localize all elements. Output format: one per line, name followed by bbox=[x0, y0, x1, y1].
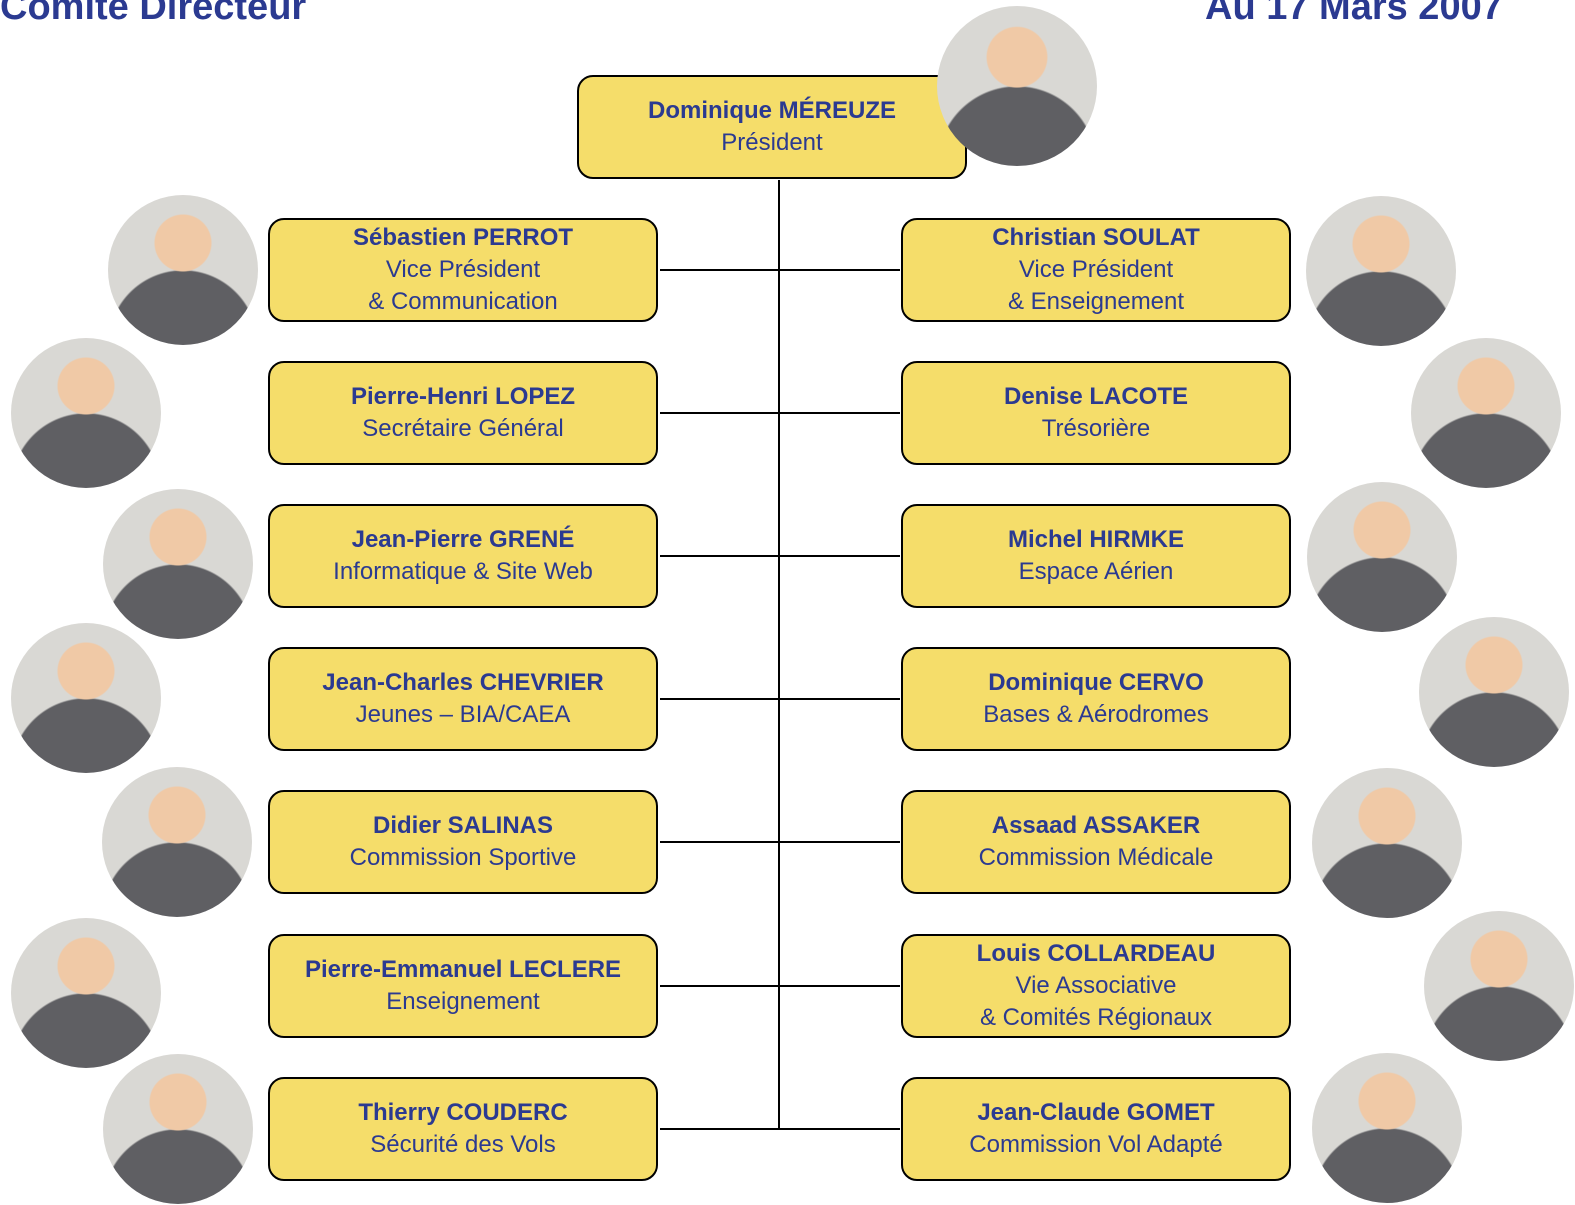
node-president: Dominique MÉREUZE Président bbox=[577, 75, 967, 179]
member-role: Trésorière bbox=[1041, 415, 1151, 442]
member-name: Michel HIRMKE bbox=[1007, 526, 1184, 553]
portrait-photo-president bbox=[937, 6, 1097, 166]
member-role: Président bbox=[721, 129, 823, 156]
member-role: Commission Médicale bbox=[978, 844, 1214, 871]
member-role: Enseignement bbox=[386, 988, 540, 1015]
node-left-6: Pierre-Emmanuel LECLERE Enseignement bbox=[268, 934, 658, 1038]
member-name: Denise LACOTE bbox=[1003, 383, 1189, 410]
portrait-photo bbox=[1419, 617, 1569, 767]
member-name: Jean-Pierre GRENÉ bbox=[351, 526, 575, 553]
portrait-photo bbox=[11, 623, 161, 773]
node-left-3: Jean-Pierre GRENÉ Informatique & Site We… bbox=[268, 504, 658, 608]
member-role: Secrétaire Général bbox=[362, 415, 564, 442]
node-right-1: Christian SOULAT Vice Président & Enseig… bbox=[901, 218, 1291, 322]
portrait-photo bbox=[11, 338, 161, 488]
member-role: Jeunes – BIA/CAEA bbox=[355, 701, 571, 728]
portrait-photo bbox=[1312, 768, 1462, 918]
portrait-photo bbox=[108, 195, 258, 345]
member-role-2: & Comités Régionaux bbox=[979, 1004, 1213, 1031]
member-role: Bases & Aérodromes bbox=[983, 701, 1209, 728]
member-role: Vice Président bbox=[1018, 256, 1174, 283]
node-right-6: Louis COLLARDEAU Vie Associative & Comit… bbox=[901, 934, 1291, 1038]
node-left-1: Sébastien PERROT Vice Président & Commun… bbox=[268, 218, 658, 322]
member-name: Didier SALINAS bbox=[372, 812, 554, 839]
member-role: Espace Aérien bbox=[1018, 558, 1174, 585]
member-role: Commission Sportive bbox=[349, 844, 577, 871]
date-label: Au 17 Mars 2007 bbox=[1205, 0, 1503, 28]
member-name: Jean-Charles CHEVRIER bbox=[322, 669, 604, 696]
node-right-7: Jean-Claude GOMET Commission Vol Adapté bbox=[901, 1077, 1291, 1181]
member-name: Dominique CERVO bbox=[988, 669, 1204, 696]
member-role-2: & Communication bbox=[368, 288, 558, 315]
portrait-photo bbox=[1307, 482, 1457, 632]
member-name: Dominique MÉREUZE bbox=[647, 97, 896, 124]
portrait-photo bbox=[103, 1054, 253, 1204]
node-right-2: Denise LACOTE Trésorière bbox=[901, 361, 1291, 465]
node-left-7: Thierry COUDERC Sécurité des Vols bbox=[268, 1077, 658, 1181]
node-right-5: Assaad ASSAKER Commission Médicale bbox=[901, 790, 1291, 894]
member-name: Jean-Claude GOMET bbox=[977, 1099, 1215, 1126]
member-role: Vice Président bbox=[385, 256, 541, 283]
member-name: Christian SOULAT bbox=[992, 224, 1200, 251]
member-role-2: & Enseignement bbox=[1007, 288, 1185, 315]
node-left-2: Pierre-Henri LOPEZ Secrétaire Général bbox=[268, 361, 658, 465]
portrait-photo bbox=[1424, 911, 1574, 1061]
portrait-photo bbox=[1411, 338, 1561, 488]
member-name: Assaad ASSAKER bbox=[991, 812, 1201, 839]
member-role: Informatique & Site Web bbox=[333, 558, 593, 585]
member-role: Sécurité des Vols bbox=[370, 1131, 556, 1158]
portrait-photo bbox=[1312, 1053, 1462, 1203]
member-name: Sébastien PERROT bbox=[352, 224, 574, 251]
portrait-photo bbox=[102, 767, 252, 917]
node-left-4: Jean-Charles CHEVRIER Jeunes – BIA/CAEA bbox=[268, 647, 658, 751]
member-name: Thierry COUDERC bbox=[358, 1099, 568, 1126]
portrait-photo bbox=[103, 489, 253, 639]
member-name: Pierre-Henri LOPEZ bbox=[350, 383, 576, 410]
portrait-photo bbox=[1306, 196, 1456, 346]
node-right-4: Dominique CERVO Bases & Aérodromes bbox=[901, 647, 1291, 751]
node-left-5: Didier SALINAS Commission Sportive bbox=[268, 790, 658, 894]
member-name: Louis COLLARDEAU bbox=[976, 940, 1216, 967]
node-right-3: Michel HIRMKE Espace Aérien bbox=[901, 504, 1291, 608]
page-title: Comité Directeur bbox=[0, 0, 307, 28]
member-role: Commission Vol Adapté bbox=[969, 1131, 1223, 1158]
portrait-photo bbox=[11, 918, 161, 1068]
member-name: Pierre-Emmanuel LECLERE bbox=[304, 956, 622, 983]
member-role: Vie Associative bbox=[1015, 972, 1177, 999]
